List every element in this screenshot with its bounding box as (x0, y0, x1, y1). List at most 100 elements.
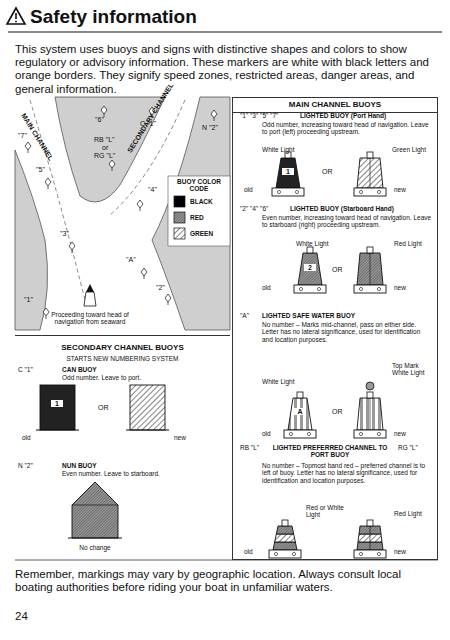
buoy-light (367, 520, 373, 526)
callout-label: RG "L" (94, 152, 115, 160)
callout-label: "2" "4" "6" (240, 205, 268, 212)
callout-label: No number – Marks mid-channel, pass on e… (262, 321, 432, 343)
buoy-stroke (359, 552, 362, 555)
callout-label: Red Light (394, 240, 422, 247)
callout-label: White Light (262, 146, 295, 153)
callout-label: old (262, 430, 271, 437)
callout-label: new (394, 548, 406, 555)
map-marker (137, 200, 143, 208)
callout-label: "A" (240, 312, 249, 319)
callout-label: Even number, increasing toward head of n… (262, 214, 432, 229)
buoy-stroke (292, 552, 295, 555)
callout-label: Green Light (392, 146, 426, 153)
callout-label: "A" (126, 256, 136, 264)
buoy-number: 1 (282, 168, 294, 175)
panel-heading: SECONDARY CHANNEL BUOYS (15, 341, 230, 355)
map-marker (109, 160, 115, 168)
callout-label: N "2" (202, 124, 218, 132)
callout-label: C "1" (18, 366, 33, 373)
legend-swatch (174, 196, 185, 207)
callout-label: No change (65, 544, 125, 551)
buoy-stroke (359, 432, 362, 435)
map-marker (168, 302, 169, 305)
map-marker (112, 168, 113, 171)
buoy-float (294, 285, 326, 293)
body-text: 24 (15, 610, 28, 623)
buoy-float (354, 188, 386, 196)
buoy-tower (357, 253, 383, 285)
callout-label: Top Mark White Light (392, 362, 434, 377)
can-buoy (130, 385, 165, 430)
buoy-stroke (377, 190, 380, 193)
buoy-float (354, 430, 386, 438)
buoy-stroke (359, 287, 362, 290)
map-marker (101, 106, 107, 114)
map-marker (25, 142, 31, 150)
legend-text: RED (190, 214, 204, 221)
buoy-tower (273, 542, 297, 550)
buoy-stroke (72, 505, 118, 506)
callout-label: "4" (148, 186, 157, 194)
buoy-light (297, 392, 303, 398)
callout-label: OR (332, 408, 343, 416)
buoy-stroke (359, 190, 362, 193)
callout-label: White Light (262, 378, 295, 385)
map-marker (28, 150, 29, 153)
buoy-stroke (274, 552, 277, 555)
callout-label: LIGHTED BUOY (Port Hand) (300, 112, 386, 119)
map-marker (141, 268, 147, 276)
callout-label: "2" (156, 284, 165, 292)
map-marker (144, 276, 145, 279)
callout-label: Red Light (394, 510, 422, 517)
buoy-light (282, 520, 288, 526)
buoy-stroke (377, 432, 380, 435)
map-marker (45, 178, 51, 186)
legend-swatch (174, 212, 185, 223)
callout-label: new (174, 434, 186, 441)
callout-label: "5" (36, 166, 45, 174)
legend-swatch (174, 228, 185, 239)
page-title: Safety information (30, 6, 197, 28)
callout-label: "1" "3" "5" "7" (240, 112, 278, 119)
buoy-float (284, 430, 316, 438)
panel-subheading: STARTS NEW NUMBERING SYSTEM (15, 355, 230, 363)
buoy-tower (357, 398, 383, 430)
buoy-float (272, 188, 304, 196)
callout-label: new (394, 430, 406, 437)
buoy-stroke (377, 287, 380, 290)
callout-label: RG "L" (398, 444, 418, 451)
callout-label: LIGHTED SAFE WATER BUOY (262, 312, 355, 319)
map-marker (48, 186, 49, 189)
callout-label: RB "L" (240, 444, 259, 451)
map-marker (211, 110, 217, 118)
callout-label: or (102, 144, 108, 152)
callout-label: LIGHTED PREFERRED CHANNEL TO PORT BUOY (270, 444, 390, 459)
callout-label: N "2" (18, 462, 33, 469)
callout-label: "6" (95, 116, 104, 124)
top-mark (366, 382, 374, 390)
map-marker (72, 250, 73, 253)
callout-label: OR (98, 404, 109, 412)
buoy-light (367, 247, 373, 253)
buoy-stroke (370, 158, 371, 188)
callout-label: OR (322, 168, 333, 176)
panel-heading: MAIN CHANNEL BUOYS (233, 98, 437, 113)
buoy-tower (276, 526, 293, 534)
buoy-stroke (307, 432, 310, 435)
buoy-stroke (317, 287, 320, 290)
buoy-light (307, 247, 313, 253)
buoy-float (269, 550, 301, 558)
buoy-stroke (295, 190, 298, 193)
buoy-light (367, 152, 373, 158)
callout-label: LIGHTED BUOY (Starboard Hand) (290, 205, 394, 212)
buoy-tower (357, 158, 383, 188)
callout-label: NUN BUOY (62, 462, 97, 469)
callout-label: old (244, 548, 253, 555)
map-marker (69, 242, 75, 250)
map-marker (214, 118, 215, 121)
callout-label: Odd number. Leave to port. (62, 374, 141, 381)
buoy-light (367, 392, 373, 398)
nun-buoy (72, 482, 118, 538)
callout-label: old (262, 284, 271, 291)
buoy-float (354, 550, 386, 558)
